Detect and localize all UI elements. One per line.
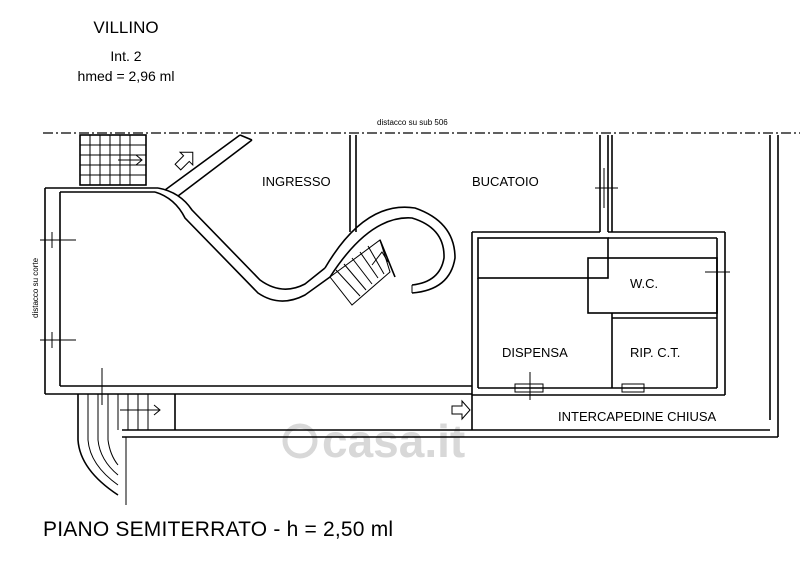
unit-number: Int. 2 bbox=[110, 48, 142, 64]
average-height: hmed = 2,96 ml bbox=[77, 68, 175, 84]
left-wall bbox=[40, 187, 158, 394]
watermark: casa.it bbox=[282, 415, 465, 467]
side-distance-note: distacco su corte bbox=[31, 257, 40, 318]
spiral-stair bbox=[324, 206, 456, 306]
watermark-text: casa.it bbox=[322, 415, 465, 467]
drawing-title: VILLINO bbox=[93, 18, 159, 37]
plan-title: PIANO SEMITERRATO - h = 2,50 ml bbox=[43, 518, 394, 541]
corridor-arrow-icon bbox=[451, 399, 471, 421]
interior-walls bbox=[349, 135, 779, 430]
entrance-arrow-icon bbox=[174, 151, 194, 171]
room-label-ingresso: INGRESSO bbox=[262, 174, 331, 189]
room-label-intercapedine: INTERCAPEDINE CHIUSA bbox=[558, 409, 717, 424]
top-distance-note: distacco su sub 506 bbox=[377, 118, 448, 127]
bottom-left-stair bbox=[77, 394, 161, 496]
room-label-bucatoio: BUCATOIO bbox=[472, 174, 539, 189]
bottom-walls bbox=[45, 368, 779, 505]
room-label-wc: W.C. bbox=[630, 276, 658, 291]
room-label-rip-ct: RIP. C.T. bbox=[630, 345, 680, 360]
top-left-stair bbox=[79, 134, 147, 186]
entrance-walls bbox=[154, 134, 331, 302]
lower-rooms bbox=[471, 231, 730, 400]
room-label-dispensa: DISPENSA bbox=[502, 345, 568, 360]
